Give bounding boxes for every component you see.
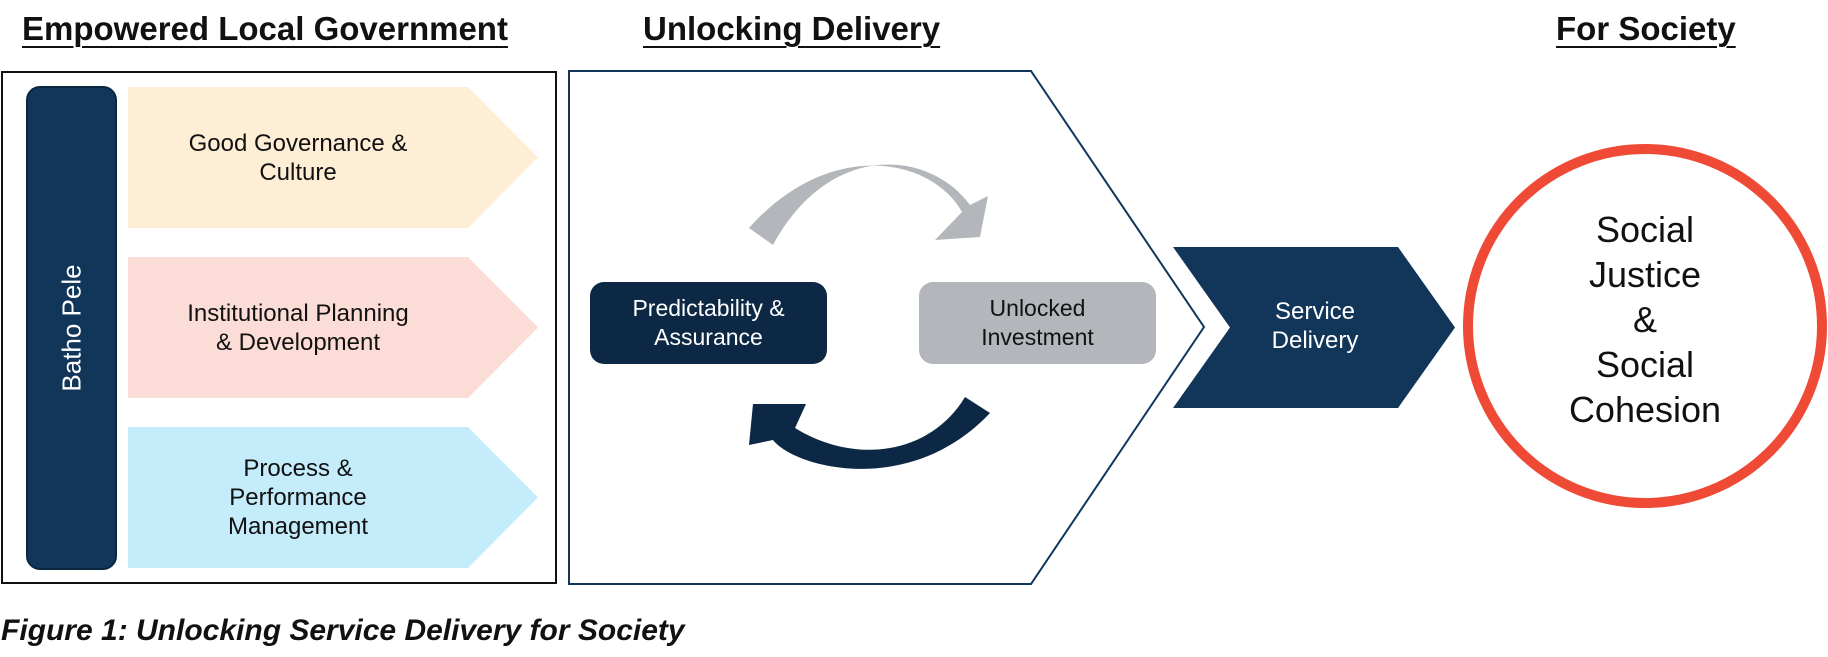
- unlocked-investment-box: Unlocked Investment: [919, 282, 1156, 364]
- service-delivery-label: Service Delivery: [1271, 298, 1359, 354]
- pillar-good-governance: Good Governance & Culture: [128, 87, 538, 228]
- middle-panel-frame: [568, 70, 1206, 585]
- outcome-circle: [1463, 144, 1827, 508]
- heading-for-society: For Society: [1556, 10, 1736, 47]
- predictability-assurance-box: Predictability & Assurance: [590, 282, 827, 364]
- pillar-good-governance-label: Good Governance & Culture: [188, 129, 408, 186]
- top-cycle-arrow-icon: [749, 164, 988, 245]
- pillar-institutional-planning-label: Institutional Planning & Development: [187, 299, 409, 356]
- figure-caption: Figure 1: Unlocking Service Delivery for…: [1, 614, 685, 647]
- heading-empowered-local-government: Empowered Local Government: [22, 10, 508, 47]
- pillar-process-performance-label: Process & Performance Management: [227, 455, 369, 540]
- outcome-label: Social Justice & Social Cohesion: [1568, 209, 1722, 430]
- bottom-cycle-arrow-icon: [749, 397, 990, 469]
- heading-unlocking-delivery: Unlocking Delivery: [643, 10, 941, 47]
- pillar-process-performance: Process & Performance Management: [128, 427, 538, 568]
- batho-pele-bar: Batho Pele: [26, 86, 117, 570]
- pillar-institutional-planning: Institutional Planning & Development: [128, 257, 538, 398]
